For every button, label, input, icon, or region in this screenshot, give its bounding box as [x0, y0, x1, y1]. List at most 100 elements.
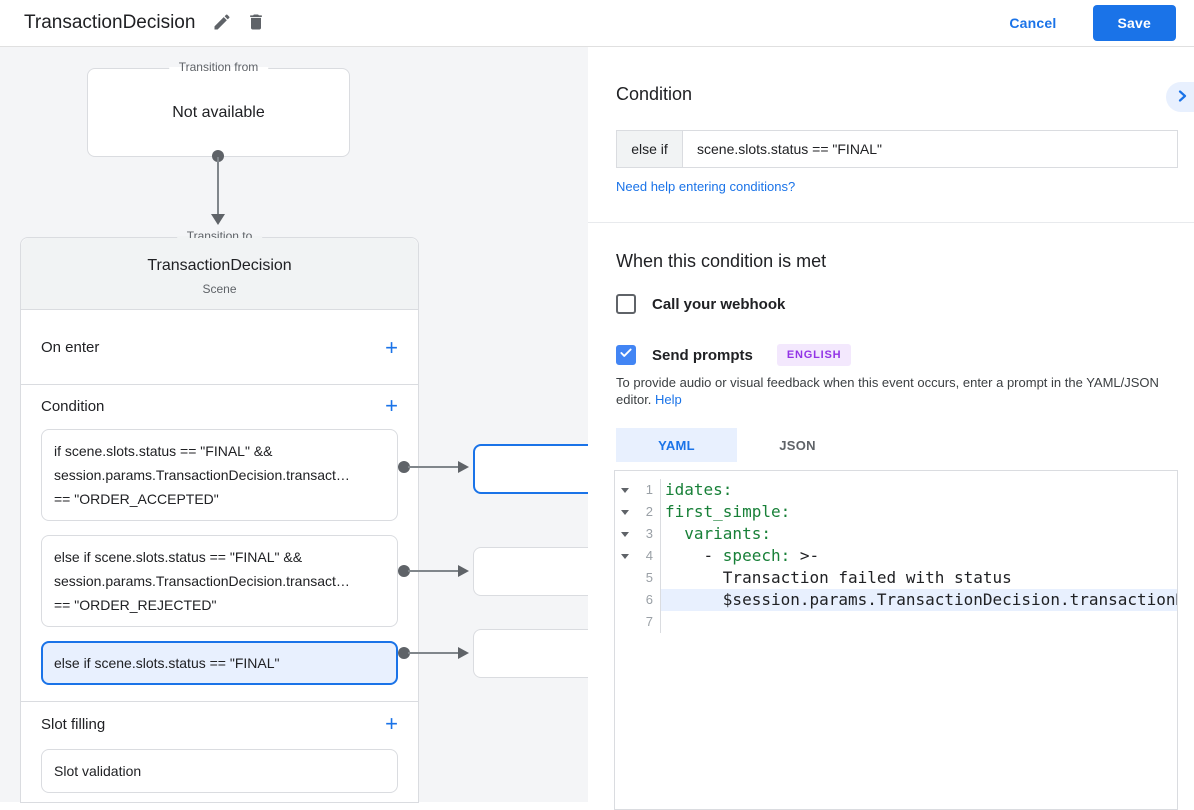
line-number: 5: [635, 567, 661, 589]
send-prompts-row: Send prompts ENGLISH: [616, 344, 852, 366]
slot-filling-row: Slot filling +: [21, 702, 418, 746]
checkmark-icon: [619, 346, 633, 365]
section-divider: [21, 701, 418, 702]
call-webhook-checkbox[interactable]: [616, 294, 636, 314]
connector-line: [408, 570, 458, 572]
page-title: TransactionDecision: [24, 12, 196, 33]
send-prompts-checkbox[interactable]: [616, 345, 636, 365]
condition-expression-row: else if scene.slots.status == "FINAL": [616, 130, 1178, 168]
on-enter-label: On enter: [41, 339, 100, 356]
code-line-highlighted[interactable]: $session.params.TransactionDecision.tran…: [661, 589, 1177, 611]
chevron-right-icon: [1176, 89, 1188, 105]
code-token-key: variants:: [684, 524, 771, 543]
panel-divider: [588, 222, 1194, 223]
code-line[interactable]: variants:: [661, 523, 1177, 545]
scene-name: TransactionDecision: [147, 257, 292, 274]
condition-detail-panel: Condition else if scene.slots.status == …: [588, 47, 1194, 810]
condition-card-selected[interactable]: else if scene.slots.status == "FINAL": [41, 641, 398, 685]
description-help-link[interactable]: Help: [655, 392, 682, 407]
transition-to-card: Transition to TransactionDecision Scene …: [20, 229, 419, 803]
condition-card-line: session.params.TransactionDecision.trans…: [54, 573, 350, 589]
add-condition-button[interactable]: +: [385, 393, 398, 418]
code-token: Transaction failed with status: [665, 568, 1012, 587]
description-text-line1: To provide audio or visual feedback when…: [616, 375, 1159, 390]
code-token: >-: [790, 546, 820, 565]
line-number: 1: [635, 479, 661, 501]
fold-spacer: [615, 567, 635, 589]
connector-dot: [398, 565, 410, 577]
code-token: [665, 524, 684, 543]
code-line[interactable]: [661, 611, 1177, 633]
slot-validation-card[interactable]: Slot validation: [41, 749, 398, 793]
transition-target-box[interactable]: [473, 547, 603, 596]
send-prompts-label: Send prompts: [652, 346, 753, 364]
line-number: 3: [635, 523, 661, 545]
edit-scene-button[interactable]: [205, 6, 239, 40]
condition-card-line: else if scene.slots.status == "FINAL": [54, 655, 280, 671]
transition-from-label: Transition from: [168, 60, 269, 74]
chevron-down-icon: [621, 553, 629, 559]
slot-filling-label: Slot filling: [41, 715, 106, 733]
condition-section-label: Condition: [41, 397, 105, 415]
chevron-down-icon: [621, 531, 629, 537]
code-token-key: first_simple:: [665, 502, 791, 521]
when-condition-heading: When this condition is met: [616, 251, 827, 271]
condition-card-line: == "ORDER_REJECTED": [54, 597, 217, 613]
condition-prefix-label: else if: [617, 131, 683, 167]
condition-card[interactable]: else if scene.slots.status == "FINAL" &&…: [41, 535, 398, 627]
prompt-description: To provide audio or visual feedback when…: [616, 374, 1186, 408]
condition-card-line: else if scene.slots.status == "FINAL" &&: [54, 549, 303, 565]
save-button[interactable]: Save: [1092, 5, 1176, 41]
fold-toggle-icon[interactable]: [615, 479, 635, 501]
trash-icon: [246, 12, 266, 35]
add-on-enter-button[interactable]: +: [385, 334, 398, 360]
transition-from-value: Not available: [172, 103, 265, 121]
call-webhook-label: Call your webhook: [652, 295, 786, 313]
code-line[interactable]: first_simple:: [661, 501, 1177, 523]
condition-section-row: Condition +: [21, 386, 418, 426]
arrow-right-icon: [458, 461, 469, 473]
arrow-right-icon: [458, 647, 469, 659]
fold-toggle-icon[interactable]: [615, 501, 635, 523]
condition-help-link[interactable]: Need help entering conditions?: [616, 179, 796, 194]
code-token: -: [665, 546, 723, 565]
description-text-line2: editor.: [616, 392, 652, 407]
chevron-down-icon: [621, 509, 629, 515]
connector-line: [408, 652, 458, 654]
cancel-button[interactable]: Cancel: [1009, 15, 1057, 31]
chevron-down-icon: [621, 487, 629, 493]
tab-json[interactable]: JSON: [737, 428, 858, 462]
line-number: 7: [635, 611, 661, 633]
fold-toggle-icon[interactable]: [615, 523, 635, 545]
line-number: 2: [635, 501, 661, 523]
condition-card[interactable]: if scene.slots.status == "FINAL" &&sessi…: [41, 429, 398, 521]
code-line[interactable]: Transaction failed with status: [661, 567, 1177, 589]
pencil-icon: [212, 12, 232, 35]
add-slot-button[interactable]: +: [385, 711, 398, 736]
editor-line: 5 Transaction failed with status: [615, 567, 1177, 589]
code-line[interactable]: idates:: [661, 479, 1177, 501]
scene-card-header[interactable]: TransactionDecision Scene: [21, 238, 418, 310]
fold-toggle-icon[interactable]: [615, 545, 635, 567]
condition-expression-input[interactable]: scene.slots.status == "FINAL": [697, 141, 883, 157]
transition-from-box: Transition from Not available: [87, 60, 350, 157]
code-line[interactable]: - speech: >-: [661, 545, 1177, 567]
webhook-row: Call your webhook: [616, 294, 785, 314]
editor-line: 6 $session.params.TransactionDecision.tr…: [615, 589, 1177, 611]
transition-target-box[interactable]: [473, 629, 603, 678]
connector-dot: [398, 461, 410, 473]
app-header: TransactionDecision Cancel Save: [0, 0, 1194, 47]
collapse-panel-button[interactable]: [1166, 82, 1194, 112]
tab-yaml[interactable]: YAML: [616, 428, 737, 462]
editor-line: 4 - speech: >-: [615, 545, 1177, 567]
arrow-down-icon: [211, 214, 225, 225]
line-number: 4: [635, 545, 661, 567]
condition-card-line: == "ORDER_ACCEPTED": [54, 491, 219, 507]
condition-card-line: if scene.slots.status == "FINAL" &&: [54, 443, 273, 459]
condition-cards: if scene.slots.status == "FINAL" && sessi…: [41, 429, 398, 699]
delete-scene-button[interactable]: [239, 6, 273, 40]
transition-target-box[interactable]: [473, 444, 603, 494]
